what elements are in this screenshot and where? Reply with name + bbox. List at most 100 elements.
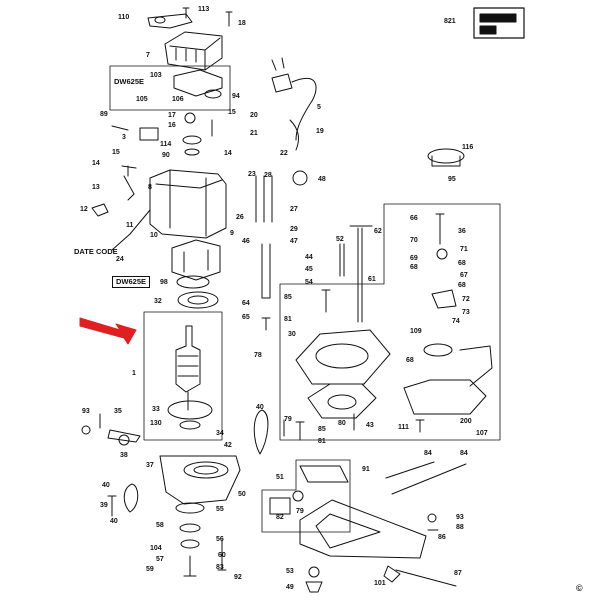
part-number-72: 72 — [462, 296, 470, 303]
part-32 — [177, 291, 219, 309]
part-number-64: 64 — [242, 300, 250, 307]
part-number-85a: 85 — [284, 294, 292, 301]
part-number-57: 57 — [156, 556, 164, 563]
part-number-68b: 68 — [458, 260, 466, 267]
part-number-78: 78 — [254, 352, 262, 359]
part-number-66: 66 — [410, 215, 418, 222]
part-7 — [164, 31, 223, 71]
part-number-53: 53 — [286, 568, 294, 575]
part-number-58: 58 — [156, 522, 164, 529]
part-number-15b: 15 — [112, 149, 120, 156]
part-number-54: 54 — [305, 279, 313, 286]
part-number-11: 11 — [126, 222, 134, 229]
part-number-116: 116 — [462, 144, 474, 151]
part-number-39: 39 — [100, 502, 108, 509]
part-number-14b: 14 — [92, 160, 100, 167]
part-number-37: 37 — [146, 462, 154, 469]
part-12 — [91, 203, 109, 217]
part-number-104: 104 — [150, 545, 162, 552]
part-5-plug — [271, 73, 293, 93]
part-number-93a: 93 — [82, 408, 90, 415]
part-number-26: 26 — [236, 214, 244, 221]
part-1-armature — [175, 325, 201, 393]
part-number-81a: 81 — [284, 316, 292, 323]
part-number-17: 17 — [168, 112, 176, 119]
part-30-base — [295, 329, 391, 385]
part-number-18: 18 — [238, 20, 246, 27]
part-number-56: 56 — [216, 536, 224, 543]
part-number-103: 103 — [150, 72, 162, 79]
part-number-8: 8 — [148, 184, 152, 191]
base-plate-box — [279, 203, 501, 441]
part-number-49: 49 — [286, 584, 294, 591]
part-number-10: 10 — [150, 232, 158, 239]
part-19 — [289, 119, 299, 151]
label-dw625e-top: DW625E — [114, 77, 145, 86]
part-number-106: 106 — [172, 96, 184, 103]
part-number-98: 98 — [160, 279, 168, 286]
part-number-65: 65 — [242, 314, 250, 321]
part-number-28: 28 — [264, 172, 272, 179]
part-number-107: 107 — [476, 430, 488, 437]
part-number-80: 80 — [338, 420, 346, 427]
part-number-87: 87 — [454, 570, 462, 577]
part-number-40b: 40 — [102, 482, 110, 489]
part-number-71: 71 — [460, 246, 468, 253]
part-number-23: 23 — [248, 171, 256, 178]
part-number-13: 13 — [92, 184, 100, 191]
part-103 — [173, 69, 223, 97]
part-number-101: 101 — [374, 580, 386, 587]
part-number-22: 22 — [280, 150, 288, 157]
part-number-110: 110 — [118, 14, 130, 21]
part-number-70: 70 — [410, 237, 418, 244]
part-number-27: 27 — [290, 206, 298, 213]
part-number-44: 44 — [305, 254, 313, 261]
part-number-79b: 79 — [296, 508, 304, 515]
part-number-21: 21 — [250, 130, 258, 137]
rail-box — [261, 459, 351, 533]
part-number-113: 113 — [198, 6, 210, 13]
part-number-79a: 79 — [284, 416, 292, 423]
part-number-90: 90 — [162, 152, 170, 159]
part-8-housing — [149, 169, 227, 239]
part-number-74: 74 — [452, 318, 460, 325]
part-number-105: 105 — [136, 96, 148, 103]
part-number-109: 109 — [410, 328, 422, 335]
part-number-69: 69 — [410, 255, 418, 262]
part-number-62: 62 — [374, 228, 382, 235]
part-number-48: 48 — [318, 176, 326, 183]
part-number-46: 46 — [242, 238, 250, 245]
part-number-55: 55 — [216, 506, 224, 513]
part-number-93b: 93 — [456, 514, 464, 521]
part-number-84a: 84 — [424, 450, 432, 457]
part-number-68c: 68 — [458, 282, 466, 289]
part-number-20: 20 — [250, 112, 258, 119]
part-number-130: 130 — [150, 420, 162, 427]
part-number-67: 67 — [460, 272, 468, 279]
part-number-89: 89 — [100, 111, 108, 118]
part-number-34: 34 — [216, 430, 224, 437]
part-number-5: 5 — [317, 104, 321, 111]
part-number-73: 73 — [462, 309, 470, 316]
part-87-fence — [299, 499, 427, 559]
part-number-60: 60 — [218, 552, 226, 559]
part-number-68a: 68 — [410, 264, 418, 271]
part-number-86: 86 — [438, 534, 446, 541]
label-date-code: DATE CODE — [74, 247, 118, 256]
part-9-field — [171, 239, 221, 281]
part-number-15a: 15 — [228, 109, 236, 116]
part-number-7: 7 — [146, 52, 150, 59]
part-number-16: 16 — [168, 122, 176, 129]
part-number-88: 88 — [456, 524, 464, 531]
part-number-111: 111 — [398, 424, 409, 431]
part-number-91: 91 — [362, 466, 370, 473]
part-number-84b: 84 — [460, 450, 468, 457]
part-number-68d: 68 — [406, 357, 414, 364]
part-number-30: 30 — [288, 331, 296, 338]
part-37-base — [159, 455, 241, 505]
part-number-38: 38 — [120, 452, 128, 459]
part-number-32: 32 — [154, 298, 162, 305]
part-110 — [147, 13, 193, 29]
